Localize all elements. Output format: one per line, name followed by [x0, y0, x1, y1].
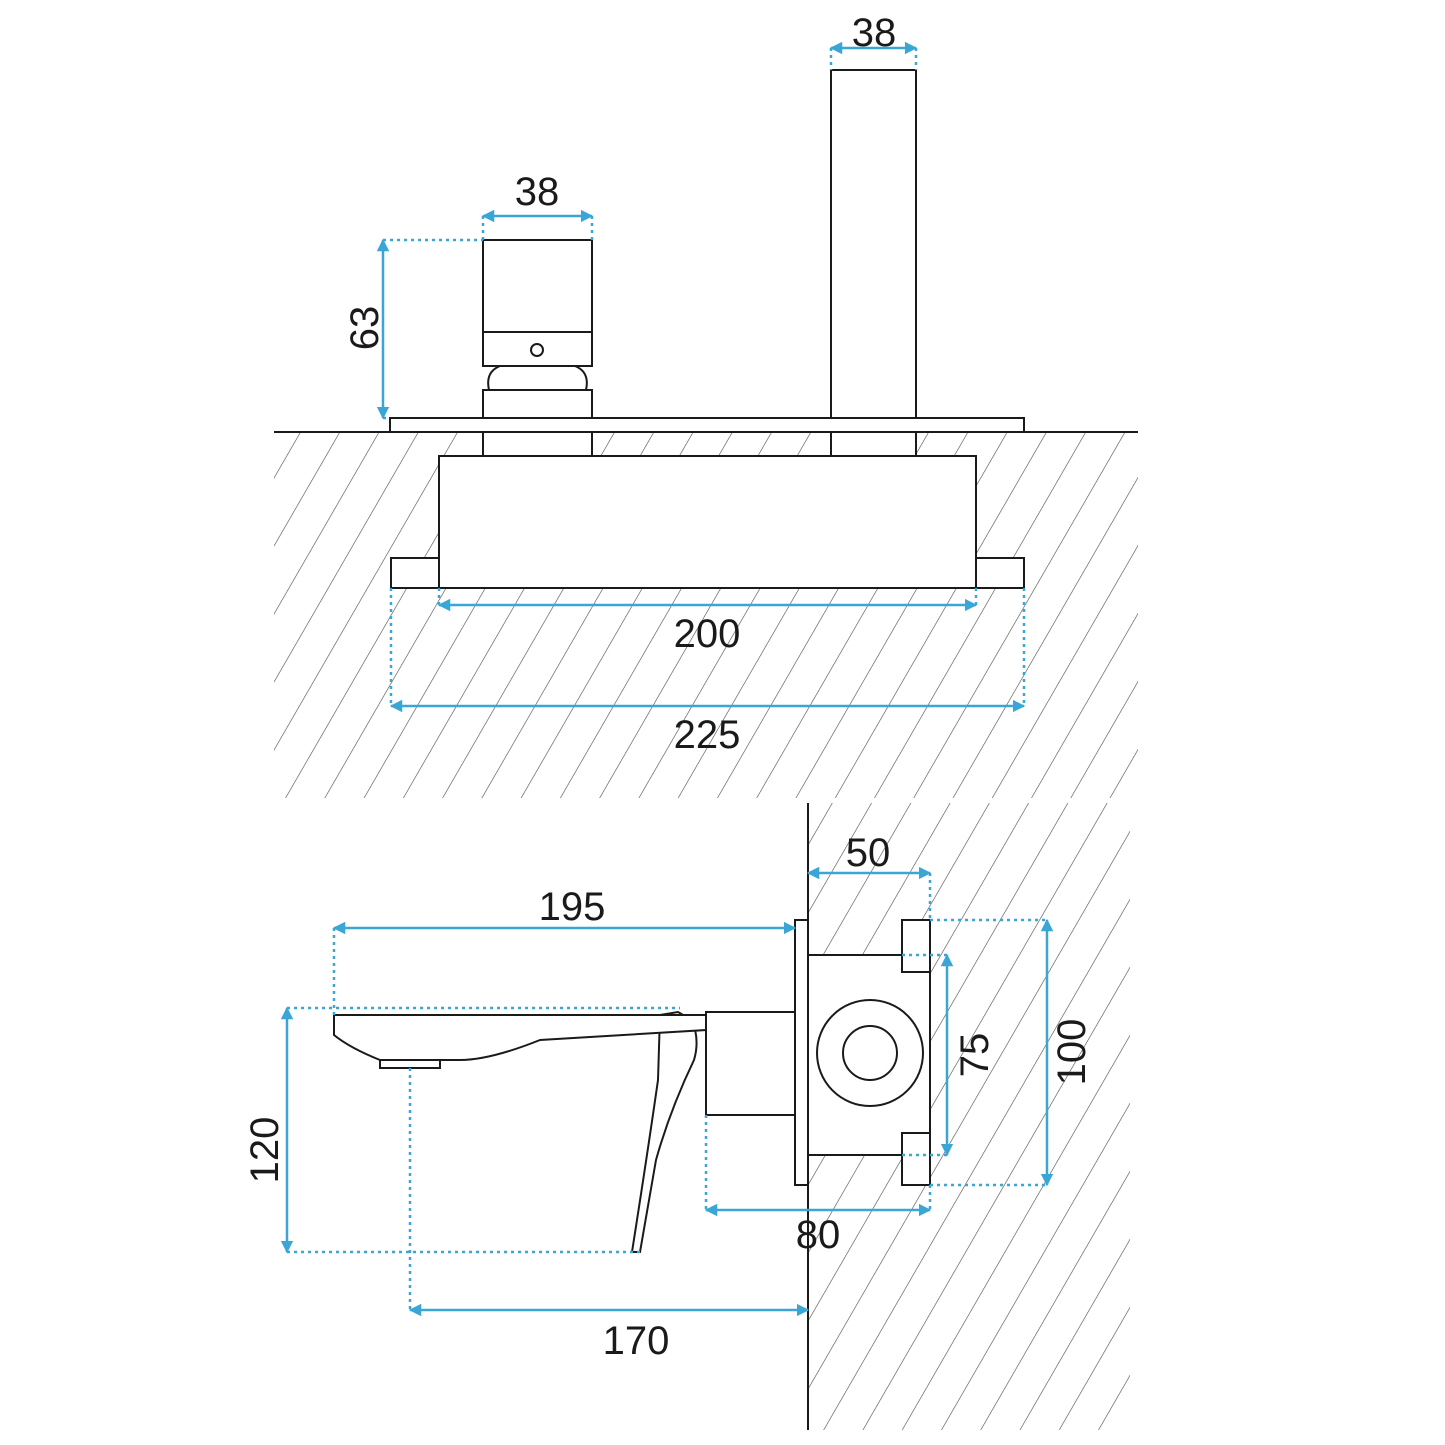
- side-cover-plate: [794, 919, 809, 1186]
- side-flange-top: [901, 919, 931, 973]
- side-flange-bottom: [901, 1132, 931, 1186]
- top-spout-stem: [830, 431, 917, 457]
- dim-spout-width: 38: [852, 11, 897, 55]
- dim-handle-height: 63: [343, 306, 387, 351]
- top-spout: [830, 69, 917, 419]
- side-view: 50 195 120 170 80 75 100: [243, 803, 1130, 1430]
- top-valve-box: [438, 455, 977, 589]
- top-cover-plate: [389, 417, 1025, 433]
- dim-outlet-to-wall: 170: [603, 1319, 670, 1363]
- dim-plate-width: 225: [674, 713, 741, 757]
- top-handle-collar: [487, 365, 588, 391]
- side-body: [705, 1011, 796, 1116]
- dim-box-outer-height: 100: [1050, 1019, 1094, 1086]
- dim-outlet-height: 120: [243, 1117, 287, 1184]
- dim-wall-depth: 50: [846, 831, 891, 875]
- dim-mount-depth: 80: [796, 1213, 841, 1257]
- side-lever-handle: [630, 1010, 698, 1253]
- dim-box-inner-height: 75: [953, 1033, 997, 1078]
- dim-handle-width: 38: [515, 170, 560, 214]
- dim-box-width: 200: [674, 612, 741, 656]
- side-spout: [333, 1014, 707, 1061]
- top-mounting-flange-left: [390, 557, 440, 589]
- dim-spout-reach: 195: [539, 885, 606, 929]
- top-handle-neck: [482, 389, 593, 419]
- side-cartridge-inner: [842, 1025, 898, 1081]
- top-view: 38 38 63 200 225: [274, 11, 1138, 798]
- top-handle-stem: [482, 431, 593, 457]
- top-mounting-flange-right: [975, 557, 1025, 589]
- top-handle-indicator-icon: [530, 343, 544, 357]
- side-aerator-outlet: [379, 1059, 441, 1069]
